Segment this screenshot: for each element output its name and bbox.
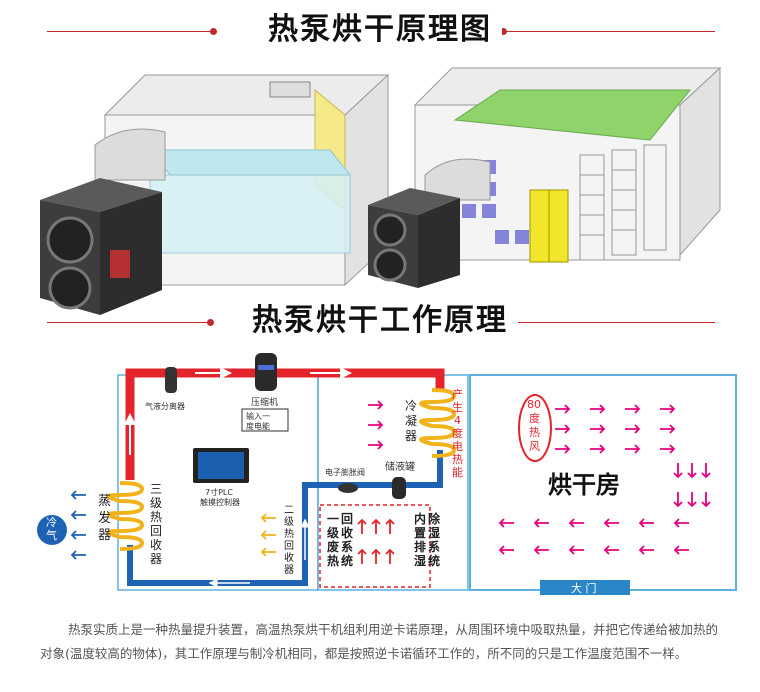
flow-arrow: [533, 545, 549, 555]
flow-arrow: [260, 547, 276, 557]
flow-arrow: [368, 420, 384, 430]
flow-arrow: [603, 545, 619, 555]
flow-arrow: [568, 545, 584, 555]
title-rule-right: [505, 31, 715, 32]
input-power-line2: 度电能: [246, 421, 270, 431]
flow-arrow: [498, 545, 514, 555]
flow-arrow: [603, 518, 619, 528]
receiver-label: 储液罐: [385, 460, 415, 473]
door-bar: [540, 580, 630, 595]
input-power-line1: 输入一: [246, 411, 270, 421]
flow-arrow: [660, 424, 676, 434]
compressor: [255, 353, 277, 391]
condenser-label: 冷 凝 器: [405, 399, 421, 443]
working-principle-diagram: 气液分离器 压缩机 输入一 度电能 7寸PLC 触摸控制器 电子膨胀阀 储液罐 …: [37, 353, 737, 595]
title-dot-right: [500, 28, 507, 35]
gas-liquid-separator: [165, 367, 177, 393]
title2-dot-left: [207, 319, 214, 326]
flow-arrow: [357, 548, 367, 564]
title-rule-left: [47, 31, 215, 32]
flow-arrow: [638, 545, 654, 555]
flow-arrow: [568, 518, 584, 528]
drying-room-label: 烘干房: [548, 471, 620, 499]
flow-arrow: [260, 530, 276, 540]
flow-arrow: [70, 490, 86, 500]
heat-recovery1-label: 一 级 废 热 回 收 系 统: [327, 512, 357, 568]
flow-arrow: [371, 518, 381, 534]
flow-arrow: [260, 513, 276, 523]
flow-arrow: [673, 463, 683, 479]
plc-screen: [198, 452, 244, 479]
flow-arrow: [673, 545, 689, 555]
top-title: 热泵烘干原理图: [0, 10, 760, 50]
flow-arrow: [687, 492, 697, 508]
plc-label-1: 7寸PLC: [205, 487, 233, 497]
flow-arrow: [701, 492, 711, 508]
evaporator-coil: [107, 481, 145, 551]
flow-arrow: [590, 404, 606, 414]
flow-arrow: [357, 518, 367, 534]
flow-arrow: [371, 548, 381, 564]
flow-arrow: [625, 404, 641, 414]
flow-arrow: [70, 530, 86, 540]
flow-arrow: [660, 404, 676, 414]
flow-arrow: [673, 492, 683, 508]
flow-arrow: [555, 424, 571, 434]
flow-arrow: [498, 518, 514, 528]
flow-arrow: [70, 550, 86, 560]
compressor-label: 压缩机: [251, 396, 278, 408]
cold-air-badge: [37, 515, 67, 545]
flow-arrow: [385, 518, 395, 534]
flow-arrow: [590, 444, 606, 454]
receiver-tank: [392, 477, 406, 499]
title-dot-left: [210, 28, 217, 35]
condenser-coil: [419, 388, 457, 458]
flow-arrow: [368, 440, 384, 450]
plc-label-2: 触摸控制器: [200, 497, 240, 507]
room-illustrations: [40, 66, 722, 315]
evaporator-label: 蒸 发 器: [98, 494, 115, 543]
flow-arrow: [70, 510, 86, 520]
expansion-valve-label: 电子膨胀阀: [325, 467, 365, 477]
flow-arrows: [70, 400, 711, 564]
flow-arrow: [625, 424, 641, 434]
door-label: 大 门: [571, 581, 597, 595]
dehumid-label: 内 置 排 湿 除 湿 系 统: [414, 511, 444, 568]
flow-arrow: [687, 463, 697, 479]
left-room-illustration: [40, 73, 390, 315]
expansion-valve: [338, 483, 358, 493]
middle-title: 热泵烘干工作原理: [0, 301, 760, 341]
flow-arrow: [555, 404, 571, 414]
title2-rule-left: [47, 322, 212, 323]
heat-produce-label: 产 生 4 度 电 热 能: [452, 387, 467, 479]
title2-rule-right: [508, 322, 715, 323]
flow-arrow: [625, 444, 641, 454]
cold-air-label: 冷 气: [46, 516, 61, 542]
flow-arrow: [533, 518, 549, 528]
flow-arrow: [555, 444, 571, 454]
right-room-illustration: [368, 66, 722, 288]
flow-arrow: [385, 548, 395, 564]
flow-arrow: [660, 444, 676, 454]
flow-arrow: [701, 463, 711, 479]
heat-recovery3-label: 三 级 热 回 收 器: [150, 482, 166, 566]
flow-arrow: [673, 518, 689, 528]
flow-arrow: [638, 518, 654, 528]
flow-arrow: [590, 424, 606, 434]
hot-air-label: 80 度 热 风: [527, 398, 545, 453]
heat-recovery2-label: 二 级 热 回 收 器: [284, 505, 297, 576]
caption: 热泵实质上是一种热量提升装置，高温热泵烘干机组利用逆卡诺原理，从周围环境中吸取热…: [40, 622, 719, 661]
hot-air-badge: [518, 394, 552, 462]
flow-arrow: [368, 400, 384, 410]
separator-label: 气液分离器: [145, 401, 185, 411]
